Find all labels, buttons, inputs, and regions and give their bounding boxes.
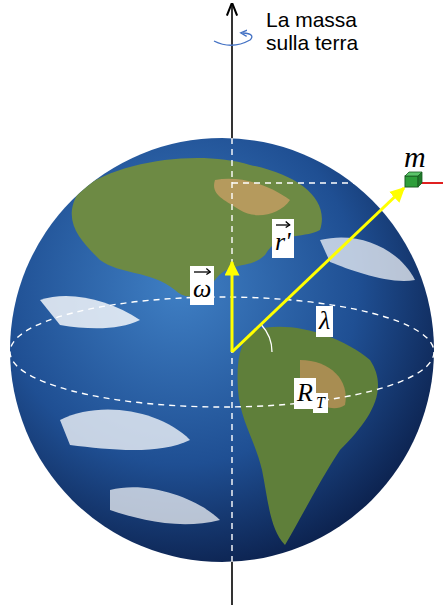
rotation-arrow bbox=[214, 33, 252, 45]
globe bbox=[10, 138, 434, 562]
omega-vector bbox=[231, 262, 234, 352]
mass-block bbox=[405, 172, 422, 187]
radius-subscript: T bbox=[313, 393, 328, 413]
angle-arc bbox=[261, 325, 272, 352]
angle-label: λ bbox=[316, 306, 333, 337]
vector-arrow-head bbox=[206, 269, 210, 275]
caption-text: La massa sulla terra bbox=[266, 8, 396, 54]
vector-arrow bbox=[275, 220, 291, 228]
position-label: r' bbox=[272, 219, 294, 258]
equator bbox=[10, 297, 434, 407]
vector-arrow-head bbox=[286, 222, 290, 228]
vector-arrow bbox=[193, 267, 211, 275]
mass-label: m bbox=[404, 140, 426, 173]
omega-label: ω bbox=[190, 266, 214, 305]
vector-arrow-shaft bbox=[276, 224, 290, 225]
parallel-line bbox=[232, 182, 405, 183]
vector-arrow-shaft bbox=[194, 271, 210, 272]
continents bbox=[40, 158, 415, 545]
rotation-axis bbox=[231, 4, 233, 605]
position-vector bbox=[232, 188, 404, 352]
